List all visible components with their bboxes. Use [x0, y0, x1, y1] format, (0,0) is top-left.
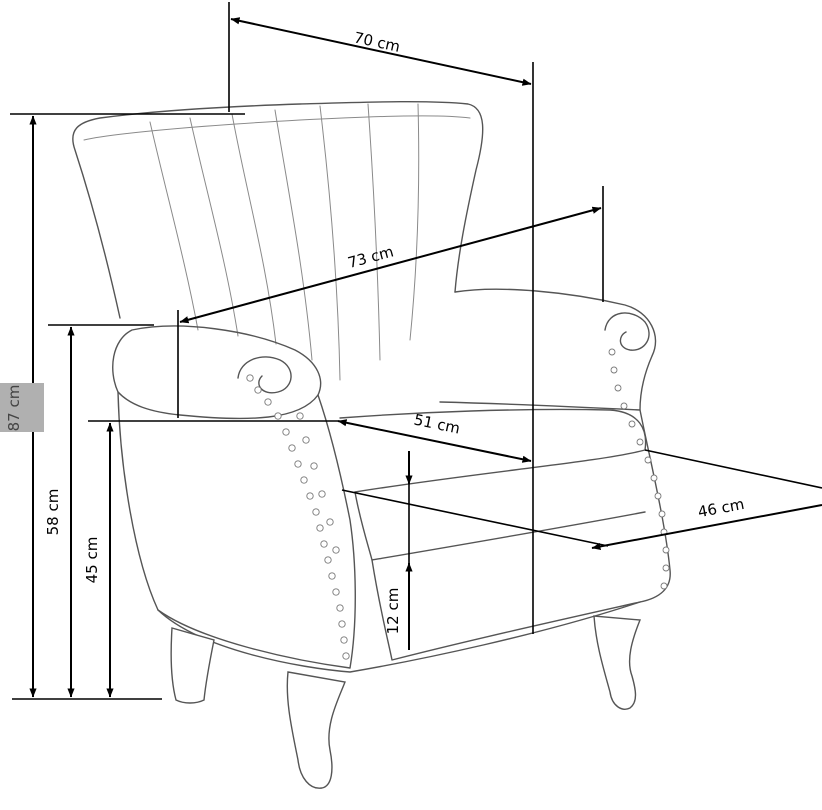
dimension-seat-width: 46 cm: [341, 449, 822, 550]
seat-cushion: [339, 408, 647, 493]
label-seat-depth: 51 cm: [412, 411, 461, 438]
chair-back-outline: [72, 101, 484, 319]
dimension-armrest-height: 58 cm: [44, 324, 154, 698]
label-badge-total-height: [0, 383, 44, 432]
front-left-leg: [286, 671, 346, 789]
back-channel-tufting: [149, 103, 420, 381]
label-total-height: 87 cm: [5, 385, 23, 432]
label-cushion-thickness: 12 cm: [384, 588, 402, 635]
bottom-rail: [157, 601, 641, 673]
armchair-sketch: [72, 101, 671, 789]
label-diagonal-depth: 73 cm: [346, 242, 396, 272]
dimension-total-height: 87 cm: [0, 113, 245, 700]
label-armrest-height: 58 cm: [44, 489, 62, 536]
dimension-diagonal-depth: 73 cm: [177, 186, 604, 418]
dimension-width: 70 cm: [228, 2, 534, 634]
chair-back-rim: [83, 115, 471, 141]
front-right-leg: [593, 615, 642, 710]
left-armrest: [112, 325, 322, 420]
dimension-seat-depth: 51 cm: [88, 411, 532, 463]
seat-skirt: [371, 559, 641, 661]
seat-front: [354, 491, 646, 561]
back-left-leg: [170, 627, 215, 704]
label-seat-width: 46 cm: [696, 495, 745, 521]
dimension-lines: 70 cm 73 cm 51 cm 46 cm 87 c: [0, 2, 822, 700]
label-seat-height: 45 cm: [83, 537, 101, 584]
right-arm-front: [639, 409, 671, 603]
label-width: 70 cm: [352, 28, 401, 55]
right-arm-scroll: [604, 312, 650, 351]
left-arm-scroll: [237, 356, 292, 394]
dimension-seat-height: 45 cm: [83, 422, 114, 698]
dimension-cushion-thickness: 12 cm: [384, 451, 413, 650]
decorative-studs: [246, 348, 670, 660]
right-armrest: [439, 288, 657, 411]
